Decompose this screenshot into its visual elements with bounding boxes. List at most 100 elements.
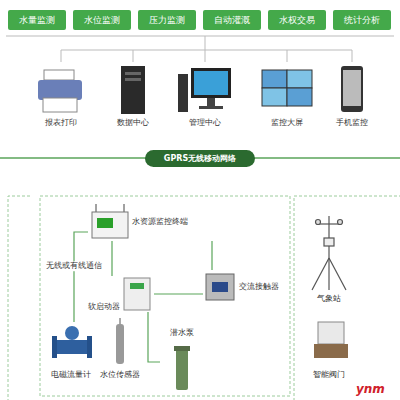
connector-line: [111, 241, 112, 276]
function-tab: 水权交易: [268, 10, 326, 30]
bus-line: [61, 50, 352, 51]
bus-line: [205, 50, 206, 62]
node-label: 数据中心: [117, 118, 149, 128]
pc-screen: [194, 71, 228, 95]
node-label: 水权交易: [279, 15, 315, 26]
flow-pipe: [54, 340, 90, 354]
starter-body: [124, 278, 150, 310]
flow-head: [65, 326, 79, 340]
bus-line: [61, 50, 62, 62]
tripod-leg: [328, 258, 329, 290]
sensor-cable: [120, 318, 121, 324]
node-label: 监控大屏: [271, 118, 303, 128]
node-label: 管理中心: [189, 118, 221, 128]
device-node: 水位传感器: [96, 316, 144, 380]
node-label: 软启动器: [88, 302, 120, 312]
bus-line: [287, 50, 288, 62]
cup: [316, 220, 321, 225]
server-icon: [121, 66, 145, 114]
bus-line: [133, 50, 134, 62]
pump-body: [176, 346, 188, 390]
connector-line: [148, 312, 160, 362]
terminal-body: [92, 212, 128, 238]
node-label: 水资源监控终端: [132, 217, 188, 227]
node-label: 水位传感器: [100, 370, 140, 380]
node-label: GPRS无线移动网络: [164, 154, 236, 164]
field-region: [40, 196, 290, 396]
terminal-icon: [92, 204, 128, 238]
bus-line: [205, 36, 206, 50]
contactor-body: [206, 274, 234, 300]
device-node: 水资源监控终端: [88, 203, 218, 241]
device-node: 电磁流量计: [47, 322, 95, 380]
function-tab: 统计分析: [333, 10, 391, 30]
field-region: [294, 196, 400, 400]
bus-line: [352, 50, 353, 62]
bus-lines: [6, 36, 394, 62]
node-label: 气象站: [317, 294, 341, 304]
node-label: 自动灌溉: [214, 15, 250, 26]
device-node: 管理中心: [176, 62, 234, 128]
printer-tray: [43, 98, 77, 112]
device-node: 气象站: [300, 212, 358, 304]
device-node: 软启动器: [88, 276, 154, 312]
node-label: 压力监测: [149, 15, 185, 26]
flow-flange: [87, 336, 92, 358]
pc-base: [199, 106, 223, 109]
pump-cap: [174, 346, 190, 351]
function-tab: 水量监测: [8, 10, 66, 30]
node-label: 潜水泵: [170, 328, 194, 338]
terminal-screen: [97, 218, 113, 228]
pc-monitor: [191, 68, 231, 98]
node-label: 报表打印: [45, 118, 77, 128]
connector-line: [74, 232, 88, 322]
node-label: 智能阀门: [313, 370, 345, 380]
device-node: 交流接触器: [203, 270, 285, 304]
wall-screen: [287, 88, 312, 106]
pc-tower: [178, 74, 188, 112]
starter-display: [130, 283, 144, 289]
valve-actuator: [318, 322, 344, 344]
device-node: 智能阀门: [300, 318, 358, 380]
pc-stand: [207, 98, 215, 106]
device-node: 报表打印: [34, 62, 88, 128]
soft-starter-icon: [124, 278, 150, 310]
mast: [328, 216, 329, 258]
function-tab: 压力监测: [138, 10, 196, 30]
device-node: 手机监控: [326, 62, 378, 128]
wall-screen: [262, 70, 287, 88]
connector-line: [154, 293, 203, 294]
tripod-leg: [329, 258, 346, 290]
valve-pipe: [314, 344, 348, 358]
connector-line: [211, 241, 212, 270]
sensor-body: [116, 324, 124, 364]
logger-box: [324, 238, 334, 246]
valve-icon: [314, 322, 348, 358]
network-pill: GPRS无线移动网络: [145, 150, 255, 167]
wall-screen: [287, 70, 312, 88]
node-label: 交流接触器: [239, 282, 279, 292]
node-label: 统计分析: [344, 15, 380, 26]
flow-flange: [52, 336, 57, 358]
weather-station-icon: [312, 216, 346, 290]
device-node: 监控大屏: [256, 62, 318, 128]
video-wall-icon: [262, 70, 312, 106]
server-body: [121, 66, 145, 114]
connector-label: 无线或有线通信: [44, 261, 104, 271]
field-region: [8, 196, 30, 400]
node-label: 手机监控: [336, 118, 368, 128]
wall-screen: [262, 88, 287, 106]
node-label: 电磁流量计: [51, 370, 91, 380]
cup: [338, 220, 343, 225]
contactor-icon: [206, 274, 234, 300]
phone-body: [341, 66, 363, 112]
pc-icon: [178, 68, 231, 112]
antenna: [96, 204, 97, 212]
watermark: ynm: [356, 382, 385, 396]
phone-screen: [343, 70, 361, 106]
function-tab: 水位监测: [73, 10, 131, 30]
node-label: 水位监测: [84, 15, 120, 26]
